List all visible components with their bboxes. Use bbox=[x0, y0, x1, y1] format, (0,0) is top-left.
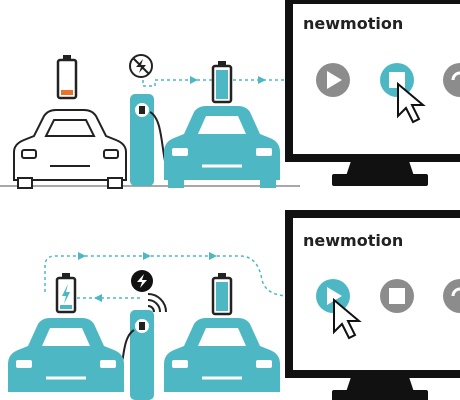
top-refresh-button[interactable] bbox=[443, 63, 460, 97]
bottom-right-battery-level bbox=[216, 282, 228, 311]
stop-icon bbox=[389, 72, 405, 88]
bottom-monitor: newmotion bbox=[285, 210, 460, 400]
arrow-right-icon bbox=[143, 252, 151, 260]
top-left-car bbox=[13, 109, 127, 189]
arrow-left-icon bbox=[94, 294, 102, 302]
lightning-icon bbox=[62, 284, 70, 304]
top-play-button[interactable] bbox=[316, 63, 350, 97]
bottom-scene: newmotion bbox=[8, 210, 460, 400]
top-left-battery-level bbox=[61, 90, 73, 95]
top-right-battery-level bbox=[216, 70, 228, 99]
bottom-right-car bbox=[164, 318, 280, 392]
play-icon bbox=[327, 71, 342, 89]
arrow-right-icon bbox=[78, 252, 86, 260]
cursor-arrow-icon bbox=[333, 297, 362, 340]
play-icon bbox=[327, 287, 342, 305]
bottom-left-car bbox=[8, 318, 124, 392]
wireless-signal-icon bbox=[147, 293, 167, 313]
charging-enabled-icon bbox=[131, 270, 153, 292]
bottom-stop-button[interactable] bbox=[380, 279, 414, 313]
bottom-left-battery-level bbox=[60, 305, 72, 309]
bottom-right-battery-icon bbox=[211, 273, 233, 316]
arrow-right-icon bbox=[209, 252, 217, 260]
top-right-battery-icon bbox=[211, 61, 233, 104]
charging-disabled-icon bbox=[129, 54, 153, 78]
top-right-car bbox=[164, 106, 280, 188]
arrow-right-icon bbox=[258, 76, 266, 84]
bottom-play-button[interactable] bbox=[316, 279, 350, 313]
bottom-brand-logo: newmotion bbox=[303, 231, 403, 250]
top-brand-logo: newmotion bbox=[303, 14, 403, 33]
bottom-left-battery-icon bbox=[55, 273, 77, 314]
bottom-refresh-button[interactable] bbox=[443, 279, 460, 313]
top-scene: newmotion bbox=[0, 0, 460, 189]
top-stop-button[interactable] bbox=[380, 63, 414, 97]
arrow-right-icon bbox=[190, 76, 198, 84]
refresh-icon bbox=[451, 287, 460, 303]
bottom-data-flow-loop bbox=[44, 255, 291, 297]
top-left-battery-icon bbox=[56, 55, 78, 100]
refresh-icon bbox=[451, 71, 460, 87]
stop-icon bbox=[389, 288, 405, 304]
cursor-arrow-icon bbox=[397, 81, 426, 124]
top-monitor: newmotion bbox=[285, 0, 460, 186]
